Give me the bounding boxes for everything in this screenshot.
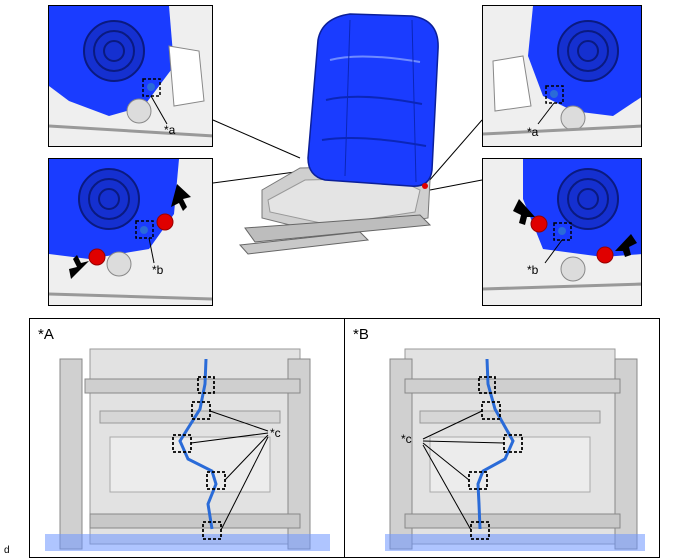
detail-drawing-bottom-left [49,159,212,305]
frame-drawing-b [345,319,659,557]
frame-drawing-a [30,319,344,557]
figure-tag: d [4,545,10,556]
callout-c-b: *c [401,432,412,446]
callout-c-a: *c [270,426,281,440]
detail-drawing-top-left [49,6,212,146]
callout-b-left: *b [152,263,164,277]
view-panel-a: *A *c [29,318,345,558]
view-label-b: *B [353,326,369,343]
detail-panel-top-right: *a [482,5,642,147]
detail-panel-bottom-left: *b [48,158,213,306]
detail-drawing-bottom-right [483,159,641,305]
detail-panel-bottom-right: *b [482,158,642,306]
callout-a-left: *a [164,123,176,137]
view-panel-b: *B *c [344,318,660,558]
view-label-a: *A [38,326,54,343]
detail-panel-top-left: *a [48,5,213,147]
detail-drawing-top-right [483,6,641,146]
callout-b-right: *b [527,263,539,277]
callout-a-right: *a [527,125,539,139]
